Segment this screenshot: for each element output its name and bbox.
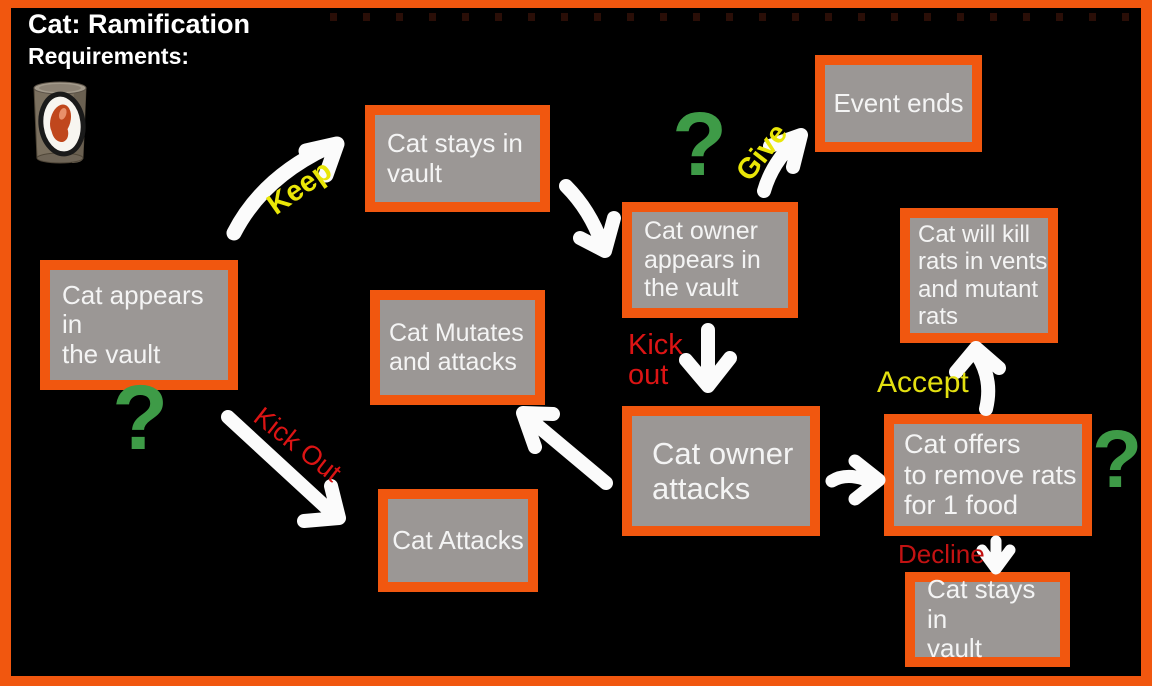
arrow-kick-out-diagonal — [221, 410, 346, 528]
arrow-stays-to-owner — [559, 179, 621, 258]
node-cat-stays-bottom: Cat stays in vault — [905, 572, 1070, 667]
node-label: Cat stays in vault — [375, 115, 540, 202]
page-border-top — [0, 0, 1152, 8]
node-label: Cat will kill rats in vents and mutant r… — [910, 218, 1048, 333]
node-label: Cat stays in vault — [915, 574, 1060, 663]
page-border-left — [0, 0, 11, 686]
arrow-to-mutates — [516, 406, 613, 490]
question-mark-icon: ? — [1092, 414, 1143, 505]
node-cat-owner-appears: Cat owner appears in the vault — [622, 202, 798, 318]
node-cat-stays-top: Cat stays in vault — [365, 105, 550, 212]
arrow-to-offers — [825, 454, 886, 506]
top-edge-pattern — [330, 13, 1135, 21]
arrow-give — [757, 128, 808, 198]
node-label: Cat owner appears in the vault — [632, 212, 788, 308]
requirements-heading: Requirements: — [28, 43, 190, 69]
question-mark-icon: ? — [112, 367, 169, 469]
node-label: Cat Attacks — [388, 499, 528, 582]
page-title: Cat: Ramification — [28, 9, 251, 39]
node-cat-attacks: Cat Attacks — [378, 489, 538, 592]
node-label: Cat appears in the vault — [50, 270, 228, 380]
node-cat-appears: Cat appears in the vault — [40, 260, 238, 390]
node-cat-mutates: Cat Mutates and attacks — [370, 290, 545, 405]
arrow-accept-up — [949, 341, 1006, 416]
canned-food-icon — [33, 81, 87, 164]
page-border-bottom — [0, 676, 1152, 686]
node-cat-owner-attacks: Cat owner attacks — [622, 406, 820, 536]
edge-label-kick-out-owner: Kick out — [628, 329, 683, 392]
arrow-kick-out-down — [679, 323, 737, 393]
node-label: Cat Mutates and attacks — [380, 300, 535, 395]
page-border-right — [1141, 0, 1152, 686]
edge-label-accept: Accept — [877, 366, 969, 399]
node-event-ends: Event ends — [815, 55, 982, 152]
node-label: Cat offers to remove rats for 1 food — [894, 424, 1082, 526]
arrow-keep — [226, 136, 345, 241]
arrow-decline-down — [976, 535, 1016, 575]
node-label: Event ends — [825, 65, 972, 142]
node-cat-will-kill: Cat will kill rats in vents and mutant r… — [900, 208, 1058, 343]
node-label: Cat owner attacks — [632, 416, 810, 526]
node-cat-offers: Cat offers to remove rats for 1 food — [884, 414, 1092, 536]
question-mark-icon: ? — [672, 95, 727, 195]
edge-label-decline: Decline — [898, 539, 985, 569]
